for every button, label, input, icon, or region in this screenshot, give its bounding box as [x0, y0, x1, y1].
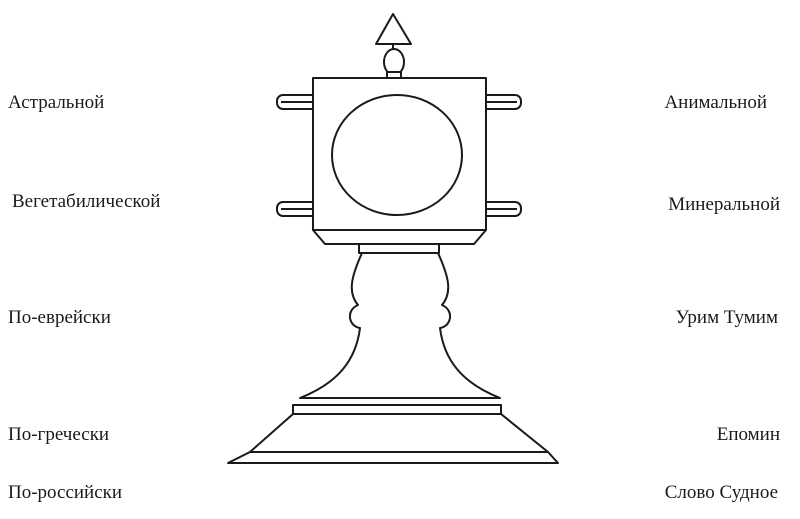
label-hebrew: По-еврейски — [8, 307, 111, 328]
finial-spike — [375, 13, 412, 45]
label-judgment-word: Слово Судное — [664, 482, 778, 503]
lamp-stem — [299, 252, 501, 399]
label-vegetable: Вегетабилической — [12, 191, 161, 212]
stem-collar — [358, 243, 440, 254]
label-greek: По-гречески — [8, 424, 110, 445]
lantern-lens — [331, 94, 463, 216]
label-russian: По-российски — [8, 482, 123, 503]
label-animal: Анимальной — [664, 92, 767, 113]
label-mineral: Минеральной — [668, 194, 780, 215]
label-astral: Астральной — [8, 92, 105, 113]
base-top-plate — [292, 404, 502, 415]
label-urim-thummim: Урим Тумим — [675, 307, 778, 328]
box-bottom-plate — [312, 229, 487, 245]
base-bottom-rim — [227, 451, 559, 464]
label-ephod: Епомин — [716, 424, 780, 445]
lamp-base — [249, 413, 549, 453]
